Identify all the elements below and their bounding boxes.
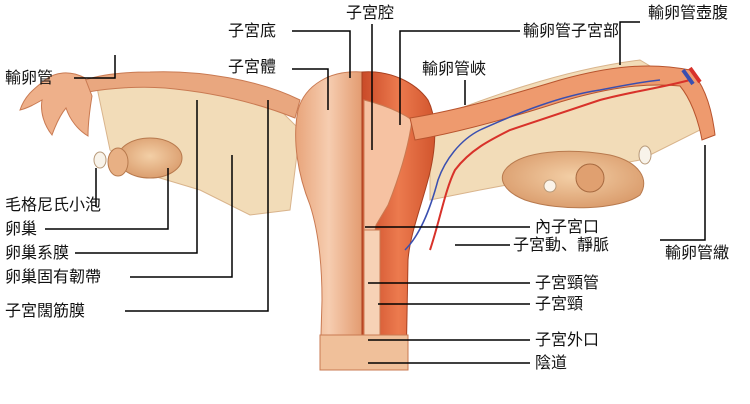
label-body: 子宮體 (228, 57, 277, 76)
label-morgagni: 毛格尼氏小泡 (5, 195, 102, 214)
corpus-luteum (575, 163, 605, 193)
ovarian-vein-stub (681, 68, 695, 86)
leader-fimbriae (660, 145, 706, 241)
ovarian-follicle (543, 179, 557, 193)
right-fimbria-vesicle (638, 145, 652, 165)
leader-tube (74, 55, 116, 79)
label-ampulla: 輸卵管壺腹 (648, 3, 729, 22)
uterus-external-half (295, 71, 363, 371)
cervical-canal (363, 229, 381, 341)
morgagni-vesicle (93, 151, 107, 169)
label-cervix: 子宮頸 (535, 294, 584, 313)
right-ovary (501, 150, 645, 209)
label-vessels: 子宮動、靜脈 (513, 235, 610, 254)
uterine-cavity (363, 99, 413, 351)
label-broad-ligament: 子宮闊筋膜 (5, 301, 86, 320)
ovarian-artery-stub (688, 66, 702, 84)
uterine-vein (404, 79, 661, 251)
label-internal-os: 內子宮口 (535, 217, 600, 236)
label-fimbriae: 輸卵管繖 (665, 243, 730, 262)
leader-lines (45, 21, 706, 364)
uterine-artery (429, 79, 691, 251)
label-external-os: 子宮外口 (535, 330, 600, 349)
leader-ovary (45, 168, 169, 230)
label-tube-uterine-part: 輸卵管子宮部 (523, 21, 620, 40)
label-vagina: 陰道 (535, 353, 568, 372)
label-fundus: 子宮底 (228, 21, 277, 40)
leader-fundus (292, 30, 351, 78)
right-fallopian-tube (409, 65, 716, 141)
leader-broad-ligament (125, 100, 269, 312)
leader-tube-uterine-part (399, 30, 520, 125)
leader-mesovarium (75, 100, 198, 254)
label-isthmus: 輸卵管峽 (422, 59, 487, 78)
label-ovary: 卵巢 (5, 219, 38, 238)
left-fimbriae (19, 72, 93, 137)
left-ovary-lobe (107, 147, 129, 177)
vagina-section (319, 334, 409, 371)
leader-ovarian-ligament (130, 155, 233, 278)
leader-ampulla (619, 21, 640, 65)
label-cervical-canal: 子宮頸管 (535, 273, 600, 292)
leader-body (292, 68, 329, 110)
label-ovarian-ligament: 卵巢固有韌帶 (5, 267, 102, 286)
label-cavity: 子宮腔 (346, 3, 395, 22)
label-tube: 輸卵管 (5, 68, 54, 87)
label-mesovarium: 卵巢系膜 (5, 243, 70, 262)
